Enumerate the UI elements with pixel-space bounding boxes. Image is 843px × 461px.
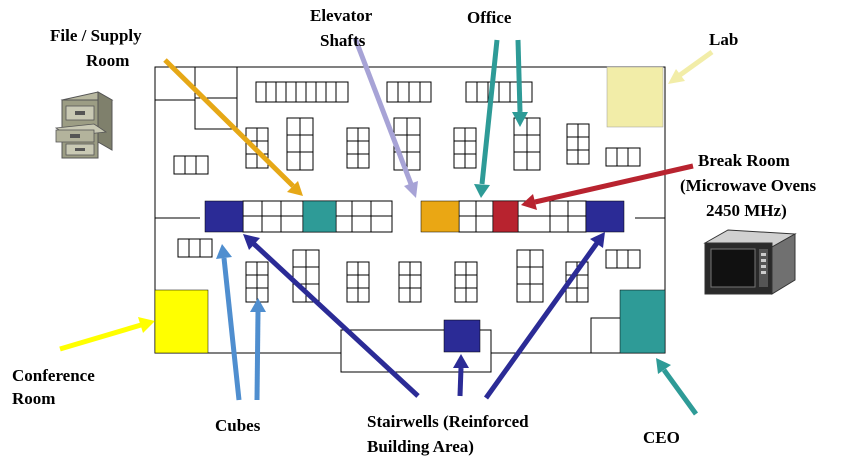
conference-label: Conference — [12, 366, 95, 385]
file-supply-room — [302, 200, 337, 233]
break-room-label-2: (Microwave Ovens — [680, 176, 817, 195]
file-supply-label-2: Room — [86, 51, 129, 70]
office-arrow-1 — [474, 39, 500, 198]
ceo-office — [619, 289, 666, 354]
diagram-labels: File / Supply Room Elevator Shafts Offic… — [12, 6, 817, 456]
file-supply-label: File / Supply — [50, 26, 142, 45]
stairwell-arrow-1 — [243, 234, 420, 398]
stairwell-right — [585, 200, 625, 233]
cube-cluster — [454, 261, 478, 303]
cube-cluster — [605, 249, 641, 269]
cube-cluster — [516, 249, 544, 303]
stairwell-arrow-3 — [483, 232, 605, 400]
conference-label-2: Room — [12, 389, 55, 408]
elevator-label-2: Shafts — [320, 31, 366, 50]
cube-cluster — [453, 127, 477, 169]
cubes-arrow-2 — [250, 298, 266, 401]
ceo-arrow — [656, 358, 699, 416]
break-room-label: Break Room — [698, 151, 790, 170]
cube-cluster — [386, 81, 432, 103]
cube-cluster — [245, 261, 269, 303]
cube-cluster — [605, 147, 641, 167]
conference-room — [154, 289, 209, 354]
stairwells-label-2: Building Area) — [367, 437, 474, 456]
conference-arrow — [59, 317, 155, 352]
cube-cluster — [513, 117, 541, 171]
cube-cluster — [346, 127, 370, 169]
file-supply-arrow — [163, 58, 303, 196]
ceo-label: CEO — [643, 428, 680, 447]
cubes-arrow-1 — [216, 244, 242, 401]
office-arrow-2 — [512, 39, 528, 127]
elevator-label: Elevator — [310, 6, 373, 25]
microwave-icon — [703, 229, 797, 295]
lab-arrow — [668, 49, 714, 84]
cube-cluster — [286, 117, 314, 171]
lab-room — [606, 66, 664, 128]
cube-cluster — [173, 155, 209, 175]
cube-cluster — [458, 200, 587, 233]
lab-label: Lab — [709, 30, 738, 49]
elevator-shafts — [420, 200, 460, 233]
cube-cluster — [255, 81, 349, 103]
stairwell-left — [204, 200, 244, 233]
stairwell-arrow-2 — [453, 354, 469, 397]
stairwells-label: Stairwells (Reinforced — [367, 412, 529, 431]
elevator-arrow — [352, 37, 418, 198]
break-room-arrow — [521, 163, 694, 210]
cube-cluster — [346, 261, 370, 303]
break-room-label-3: 2450 MHz) — [706, 201, 787, 220]
cube-cluster — [566, 123, 590, 165]
file-cabinet-icon — [54, 91, 114, 159]
stairwell-bottom — [443, 319, 481, 353]
arrows — [59, 37, 714, 416]
office-label: Office — [467, 8, 512, 27]
break-room — [492, 200, 519, 233]
cube-cluster — [177, 238, 213, 258]
cubes-label: Cubes — [215, 416, 261, 435]
cube-cluster — [398, 261, 422, 303]
